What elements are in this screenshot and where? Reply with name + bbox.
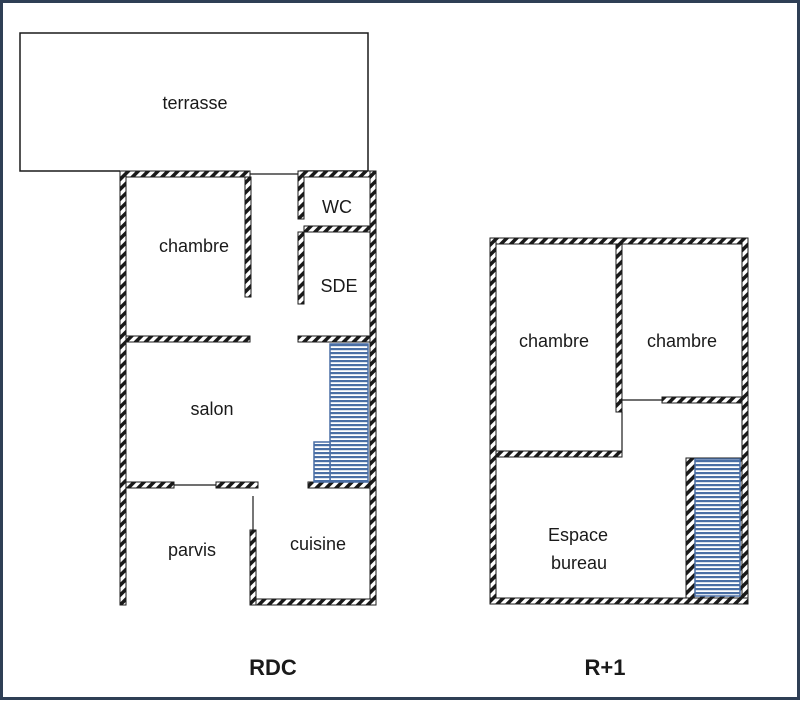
wall-chambre-east: [244, 176, 252, 298]
r1-wall-south: [489, 597, 749, 605]
room-label-cuisine: cuisine: [290, 534, 346, 554]
room-label-wc: WC: [322, 197, 352, 217]
wall-chambre-south: [125, 335, 251, 343]
wall-south-cuisine: [249, 598, 377, 606]
wall-east: [369, 170, 377, 606]
r1-room-label-espace-line1: Espace: [548, 525, 608, 545]
room-label-salon: salon: [190, 399, 233, 419]
wall-salon-cuisine: [307, 481, 371, 489]
wall-parvis-cuisine: [249, 529, 257, 606]
r1-stairs-flight: [694, 458, 741, 597]
wall-west: [119, 170, 127, 606]
rdc-stairs: [313, 343, 369, 483]
room-label-parvis: parvis: [168, 540, 216, 560]
r1-wall-chambres: [615, 243, 623, 413]
stairs-flight: [329, 343, 369, 483]
room-label-sde: SDE: [320, 276, 357, 296]
room-label-chambre: chambre: [159, 236, 229, 256]
wall-north-chambre: [119, 170, 251, 178]
wall-wc-west: [297, 176, 305, 220]
r1-wall-west: [489, 237, 497, 605]
r1-wall-north: [489, 237, 749, 245]
wall-north-wc: [297, 170, 377, 178]
r1-plan: chambre chambre Espace bureau R+1: [489, 237, 749, 680]
wall-sde-south: [297, 335, 371, 343]
wall-sde-west: [297, 231, 305, 305]
wall-wc-sde: [303, 225, 371, 233]
r1-room-label-chambre-left: chambre: [519, 331, 589, 351]
room-label-terrasse: terrasse: [162, 93, 227, 113]
floor-label-rdc: RDC: [249, 655, 297, 680]
r1-wall-east: [741, 237, 749, 605]
wall-salon-parvis-2: [215, 481, 259, 489]
r1-wall-chambre-left-south: [495, 450, 623, 458]
rdc-plan: terrasse chambre WC SDE salon parvis cui…: [19, 32, 377, 680]
r1-room-label-espace-line2: bureau: [551, 553, 607, 573]
stairs-landing: [313, 441, 331, 483]
r1-room-label-chambre-right: chambre: [647, 331, 717, 351]
r1-wall-chambre-right-south: [661, 396, 743, 404]
floor-label-r1: R+1: [585, 655, 626, 680]
wall-salon-parvis-1: [125, 481, 175, 489]
